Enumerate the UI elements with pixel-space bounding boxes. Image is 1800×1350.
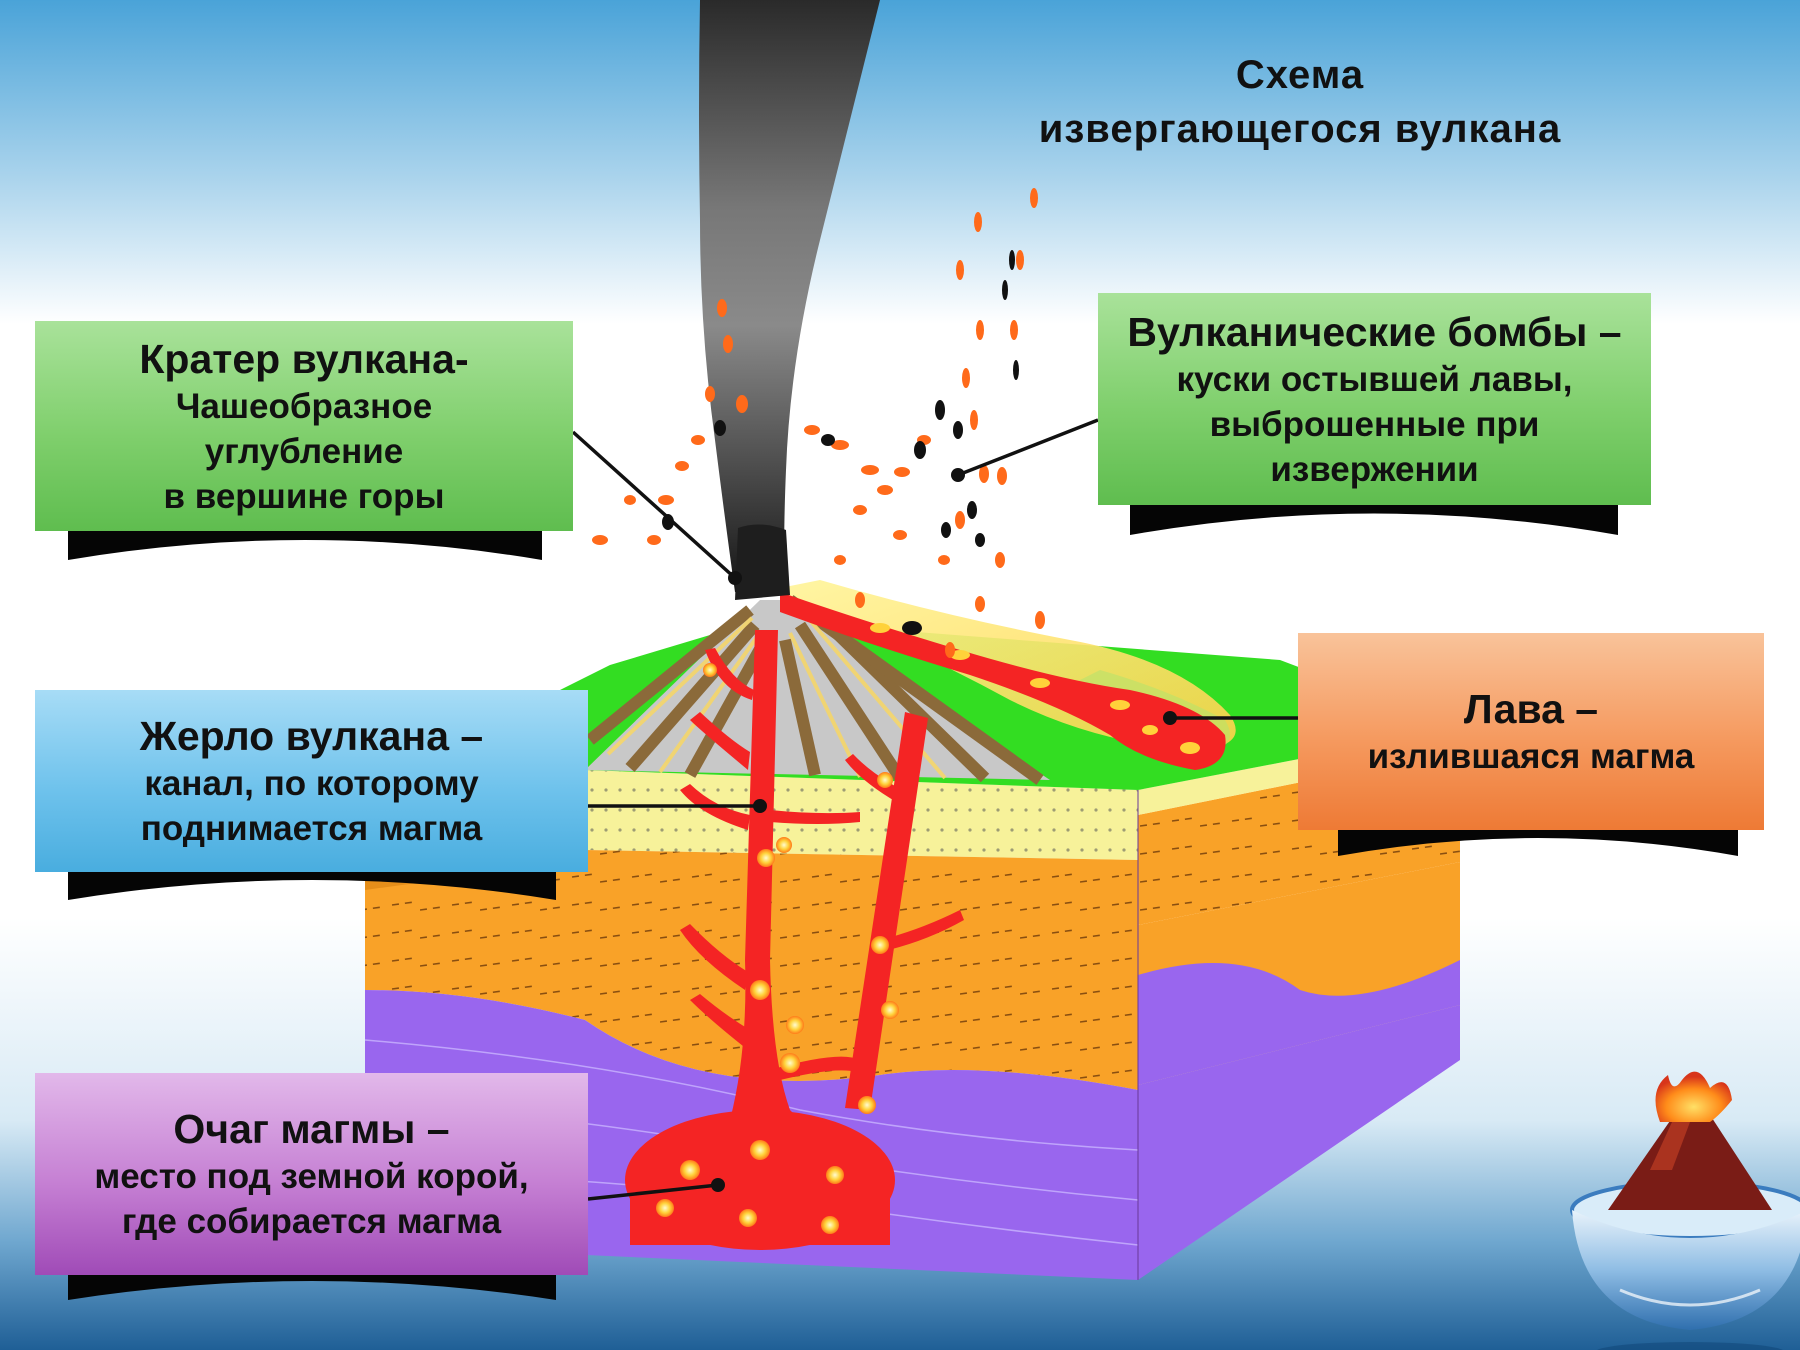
vent-body-line: поднимается магма	[140, 809, 483, 848]
volcano-globe-icon	[1570, 1071, 1800, 1350]
lava-body-line: излившаяся магма	[1367, 737, 1695, 776]
vent-heading: Жерло вулкана –	[139, 713, 484, 759]
diagram-title: Схема извергающегося вулкана	[980, 48, 1620, 156]
bombs-body-line: выброшенные при	[1209, 404, 1540, 444]
magma-chamber-heading: Очаг магмы –	[173, 1106, 450, 1152]
crater-body-line: Чашеобразное	[175, 386, 433, 426]
pointer-lines	[571, 418, 1298, 1201]
vent-body-line: канал, по которому	[144, 764, 479, 803]
crater-body-line: в вершине горы	[163, 476, 445, 516]
volcanic-bombs	[592, 188, 1045, 658]
lava-river	[780, 592, 1226, 770]
lava-heading: Лава –	[1463, 686, 1599, 732]
crater-heading: Кратер вулкана-	[139, 335, 469, 382]
bombs-heading: Вулканические бомбы –	[1127, 308, 1622, 355]
magma-chamber-body-line: место под земной корой,	[94, 1157, 529, 1196]
magma-chamber-label: Очаг магмы – место под земной корой, где…	[35, 1073, 588, 1275]
crater-body-line: углубление	[204, 431, 404, 471]
lava-label: Лава – излившаяся магма	[1298, 633, 1764, 830]
magma-system	[625, 630, 964, 1250]
bombs-body-line: извержении	[1270, 449, 1479, 489]
bombs-label: Вулканические бомбы – куски остывшей лав…	[1098, 293, 1651, 505]
vent-label: Жерло вулкана – канал, по которому подни…	[35, 690, 588, 872]
ash-plume	[699, 0, 880, 600]
magma-chamber-body-line: где собирается магма	[121, 1202, 502, 1241]
bombs-body-line: куски остывшей лавы,	[1176, 359, 1573, 399]
title-line-1: Схема	[1235, 53, 1365, 97]
pointer-dots	[711, 468, 1177, 1192]
crater-label: Кратер вулкана- Чашеобразное углубление …	[35, 321, 573, 531]
cooled-bombs	[662, 250, 1019, 635]
magma-glow-dots	[656, 663, 899, 1234]
label-shadows	[68, 505, 1738, 1300]
title-line-2: извергающегося вулкана	[1038, 107, 1562, 151]
